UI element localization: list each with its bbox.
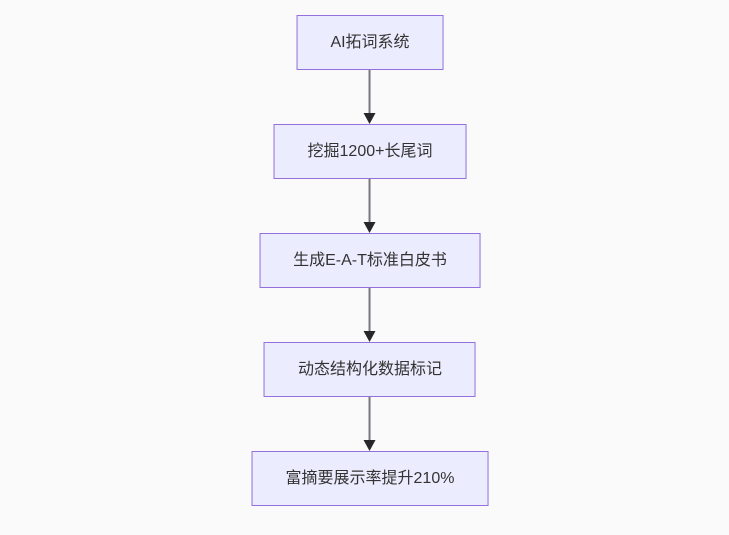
flowchart-node-label: 动态结构化数据标记 (297, 360, 442, 378)
flowchart-node-label: AI拓词系统 (330, 33, 410, 51)
arrow-head-icon (364, 222, 376, 233)
arrow-line (369, 179, 371, 222)
flow-arrow (363, 397, 377, 451)
arrow-head-icon (364, 440, 376, 451)
arrow-head-icon (364, 113, 376, 124)
flowchart-node: 富摘要展示率提升210% (251, 451, 489, 506)
arrow-line (369, 288, 371, 331)
flowchart-node: AI拓词系统 (296, 15, 444, 70)
flowchart-node: 挖掘1200+长尾词 (273, 124, 467, 179)
flowchart-node-label: 富摘要展示率提升210% (285, 469, 455, 487)
flowchart-node-label: 挖掘1200+长尾词 (307, 142, 433, 160)
flow-arrow (363, 288, 377, 342)
arrow-line (369, 70, 371, 113)
flowchart: AI拓词系统 挖掘1200+长尾词 生成E-A-T标准白皮书 动态结构化数据标记… (251, 15, 489, 506)
flowchart-node: 生成E-A-T标准白皮书 (259, 233, 481, 288)
flow-arrow (363, 179, 377, 233)
flow-arrow (363, 70, 377, 124)
flowchart-node-label: 生成E-A-T标准白皮书 (293, 251, 447, 269)
arrow-line (369, 397, 371, 440)
flowchart-node: 动态结构化数据标记 (263, 342, 476, 397)
arrow-head-icon (364, 331, 376, 342)
